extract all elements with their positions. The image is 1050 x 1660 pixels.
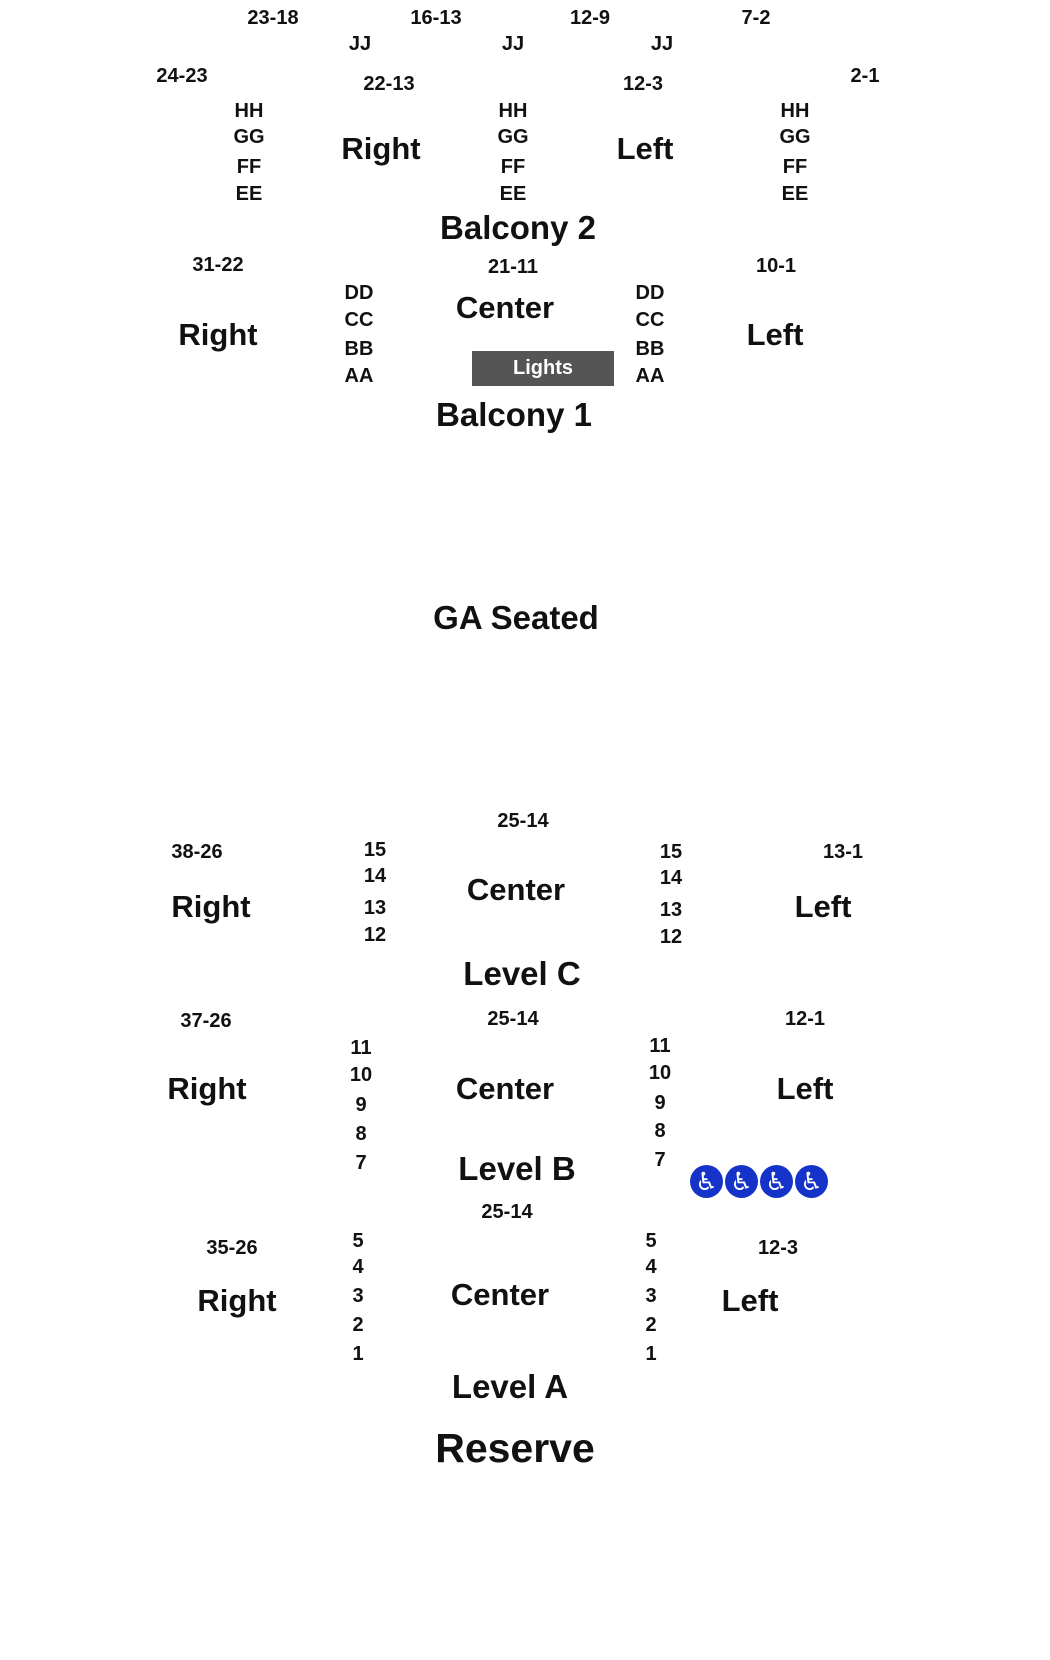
row-label: 7	[654, 1149, 666, 1171]
level-b-title: Level B	[458, 1150, 576, 1187]
section-center-label: Center	[455, 290, 555, 325]
row-label: HH	[780, 100, 810, 122]
section-right-label: Right	[197, 1283, 277, 1318]
row-label: EE	[781, 183, 809, 205]
range-label: 31-22	[192, 254, 244, 276]
range-label: 37-26	[180, 1010, 232, 1032]
row-label: GG	[233, 126, 265, 148]
row-label: 14	[659, 867, 683, 889]
section-center-label: Center	[466, 872, 566, 907]
row-label: 1	[352, 1343, 364, 1365]
wheelchair-icon: ♿	[795, 1165, 828, 1198]
row-label: 10	[648, 1062, 672, 1084]
row-label: 4	[352, 1256, 364, 1278]
row-label: 3	[352, 1285, 364, 1307]
range-label: 23-18	[247, 7, 299, 29]
row-label: AA	[344, 365, 374, 387]
row-label: 1	[645, 1343, 657, 1365]
row-label: 2	[352, 1314, 364, 1336]
range-label: 12-3	[622, 73, 664, 95]
range-label: 16-13	[410, 7, 462, 29]
row-label: 12	[363, 924, 387, 946]
row-label: FF	[500, 156, 526, 178]
row-label: DD	[344, 282, 374, 304]
row-label: BB	[635, 338, 665, 360]
lights-label: Lights	[513, 357, 573, 379]
range-label: 2-1	[850, 65, 880, 87]
lights-bar: Lights	[472, 351, 614, 386]
row-label: 3	[645, 1285, 657, 1307]
row-label: FF	[782, 156, 808, 178]
range-label: 7-2	[741, 7, 771, 29]
row-label: 15	[363, 839, 387, 861]
range-label: 10-1	[755, 255, 797, 277]
row-label: 13	[363, 897, 387, 919]
range-label: 25-14	[481, 1201, 533, 1223]
section-left-label: Left	[776, 1071, 834, 1106]
range-label: 22-13	[363, 73, 415, 95]
row-label: EE	[499, 183, 527, 205]
row-label: 9	[654, 1092, 666, 1114]
section-right-label: Right	[171, 889, 251, 924]
row-label: 5	[352, 1230, 364, 1252]
range-label: 25-14	[487, 1008, 539, 1030]
section-center-label: Center	[455, 1071, 555, 1106]
row-label: 13	[659, 899, 683, 921]
row-label: BB	[344, 338, 374, 360]
row-label: 10	[349, 1064, 373, 1086]
row-label: 11	[649, 1035, 671, 1057]
row-label: 2	[645, 1314, 657, 1336]
range-label: 12-1	[784, 1008, 826, 1030]
range-label: 38-26	[171, 841, 223, 863]
range-label: 21-11	[487, 256, 539, 278]
row-label: JJ	[348, 33, 372, 55]
row-label: CC	[635, 309, 665, 331]
row-label: HH	[498, 100, 528, 122]
section-right-label: Right	[167, 1071, 247, 1106]
range-label: 12-9	[569, 7, 611, 29]
row-label: 8	[654, 1120, 666, 1142]
section-right-label: Right	[178, 317, 258, 352]
section-left-label: Left	[721, 1283, 779, 1318]
row-label: 8	[355, 1123, 367, 1145]
row-label: 4	[645, 1256, 657, 1278]
row-label: 11	[350, 1037, 372, 1059]
section-left-label: Left	[746, 317, 804, 352]
row-label: 5	[645, 1230, 657, 1252]
row-label: 15	[659, 841, 683, 863]
range-label: 12-3	[757, 1237, 799, 1259]
row-label: JJ	[501, 33, 525, 55]
range-label: 25-14	[497, 810, 549, 832]
row-label: EE	[235, 183, 263, 205]
row-label: 9	[355, 1094, 367, 1116]
row-label: GG	[497, 126, 529, 148]
section-left-label: Left	[616, 131, 674, 166]
ga-seated-title: GA Seated	[433, 599, 599, 636]
level-a-title: Level A	[451, 1368, 569, 1405]
range-label: 13-1	[822, 841, 864, 863]
section-left-label: Left	[794, 889, 852, 924]
row-label: 7	[355, 1152, 367, 1174]
balcony-1-title: Balcony 1	[436, 396, 592, 433]
row-label: CC	[344, 309, 374, 331]
section-right-label: Right	[341, 131, 421, 166]
row-label: GG	[779, 126, 811, 148]
row-label: HH	[234, 100, 264, 122]
range-label: 24-23	[156, 65, 208, 87]
row-label: JJ	[650, 33, 674, 55]
wheelchair-icon: ♿	[725, 1165, 758, 1198]
level-c-title: Level C	[463, 955, 581, 992]
row-label: AA	[635, 365, 665, 387]
wheelchair-icon: ♿	[690, 1165, 723, 1198]
range-label: 35-26	[206, 1237, 258, 1259]
balcony-2-title: Balcony 2	[440, 209, 596, 246]
row-label: 14	[363, 865, 387, 887]
row-label: FF	[236, 156, 262, 178]
section-center-label: Center	[450, 1277, 550, 1312]
wheelchair-icon: ♿	[760, 1165, 793, 1198]
row-label: DD	[635, 282, 665, 304]
row-label: 12	[659, 926, 683, 948]
reserve-title: Reserve	[435, 1425, 595, 1471]
